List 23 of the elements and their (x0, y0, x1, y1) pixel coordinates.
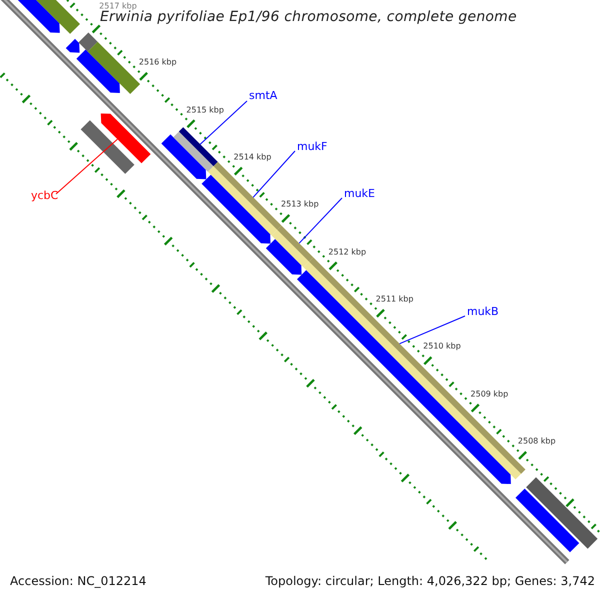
tick-label: 2516 kbp (138, 58, 177, 67)
tick-label: 2511 kbp (376, 294, 414, 304)
tick-label: 2517 kbp (99, 2, 137, 10)
diagram-title: Erwinia pyrifoliae Ep1/96 chromosome, complete genome (100, 9, 517, 25)
leader-line (56, 138, 118, 194)
leader-line (298, 198, 342, 244)
gene-label: mukE (344, 187, 376, 200)
tick-label: 2508 kbp (518, 436, 556, 446)
footer-text: Topology: circular; Length: 4,026,322 bp; Genes: 3,742 (265, 574, 595, 588)
gene-bar (100, 114, 151, 164)
gene-label: smtA (249, 89, 278, 102)
gene-bar (208, 162, 282, 236)
gene-bar (272, 226, 314, 268)
tick-label: 2513 kbp (281, 200, 319, 209)
tick-label: 2510 kbp (423, 342, 461, 351)
gene-bar (173, 127, 218, 172)
leader-line (252, 150, 296, 198)
gene-label: mukF (297, 140, 328, 153)
tick-label: 2509 kbp (470, 389, 508, 398)
leader-line (200, 100, 248, 145)
footer-text: Accession: NC_012214 (10, 574, 146, 588)
gene-label: mukB (467, 305, 499, 318)
gene-label: ycbC (31, 189, 58, 202)
